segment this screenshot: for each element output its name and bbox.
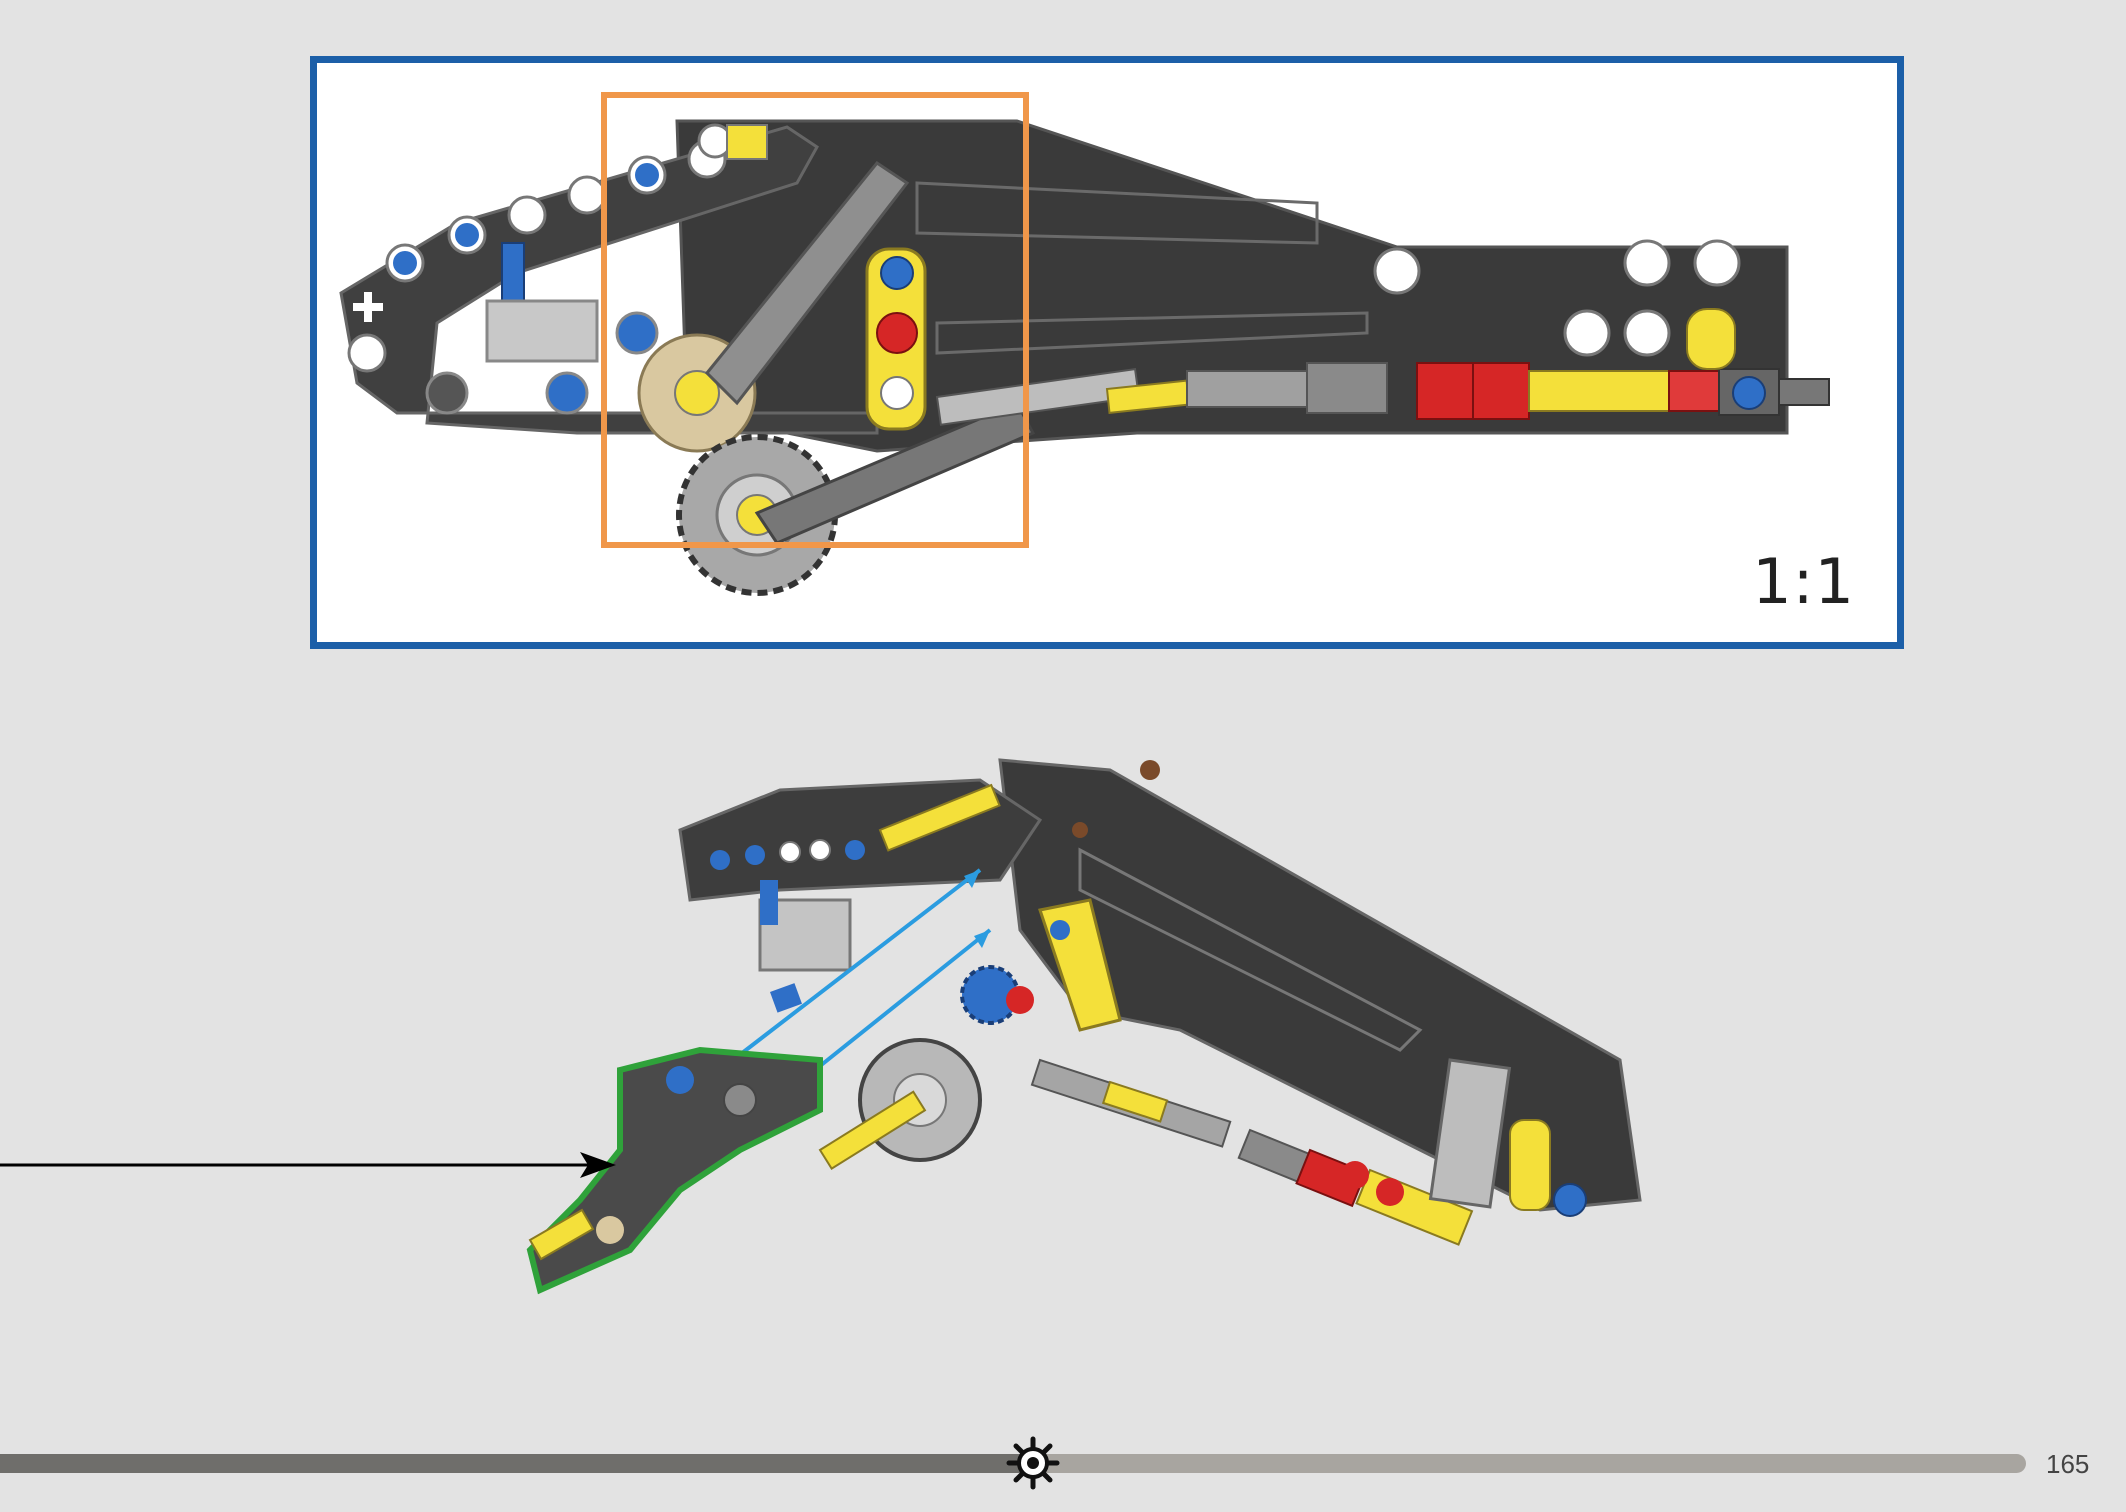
progress-fill	[0, 1454, 1034, 1473]
page-number: 165	[2046, 1449, 2090, 1479]
scale-label: 1:1	[1752, 545, 1855, 618]
gear-icon	[1006, 1436, 1060, 1490]
pointer-arrow	[0, 1152, 616, 1178]
main-assembly-view	[526, 758, 1642, 1295]
scale-callout-box: 1:1	[310, 56, 1904, 649]
beam-assembly-1to1	[339, 92, 1830, 596]
highlight-box	[601, 92, 1029, 548]
submodel-highlight	[526, 1046, 823, 1295]
